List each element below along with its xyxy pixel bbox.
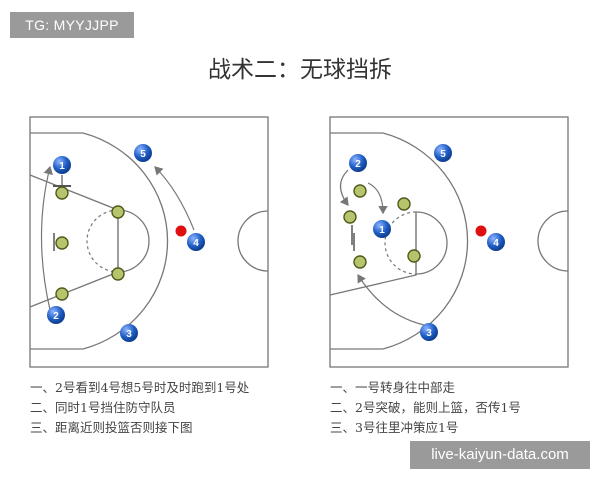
player-5: 5: [134, 144, 152, 162]
tg-tag: TG: MYYJJPP: [10, 12, 134, 38]
player-3: 3: [420, 323, 438, 341]
key-lane: [329, 212, 417, 296]
player2-cut-path: [40, 165, 53, 311]
three-point-arc: [330, 132, 469, 350]
note-line: 三、3号往里冲策应1号: [330, 420, 459, 435]
svg-text:4: 4: [193, 238, 199, 249]
svg-text:5: 5: [140, 149, 146, 160]
player-4: 4: [187, 233, 205, 251]
note-line: 一、2号看到4号想5号时及时跑到1号处: [30, 380, 250, 395]
svg-text:3: 3: [126, 329, 132, 340]
court-boundary: [29, 116, 269, 368]
svg-text:2: 2: [53, 311, 59, 322]
defender-marker: [55, 186, 69, 200]
free-throw-arc-dashed: [86, 209, 119, 273]
defender-marker: [111, 267, 125, 281]
player1-roll-path: [367, 182, 388, 215]
watermark-banner: live-kaiyun-data.com: [410, 441, 590, 469]
svg-text:3: 3: [426, 328, 432, 339]
defender-marker: [55, 236, 69, 250]
defender-marker: [353, 184, 367, 198]
defender-marker: [111, 205, 125, 219]
court-boundary: [329, 116, 569, 368]
defender-marker: [353, 255, 367, 269]
svg-text:5: 5: [440, 149, 446, 160]
notes-left: 一、2号看到4号想5号时及时跑到1号处 二、同时1号挡住防守队员 三、距离近则投…: [30, 378, 249, 438]
center-circle: [237, 210, 269, 272]
player3-cut-path: [357, 273, 425, 326]
free-throw-arc-dashed: [384, 211, 417, 275]
player2-drive-path: [339, 169, 349, 206]
ball-marker: [175, 225, 187, 237]
key-lane: [29, 174, 119, 308]
court-diagram-right: 1 2 3 4 5: [329, 116, 569, 368]
free-throw-arc-solid: [415, 211, 448, 275]
svg-text:1: 1: [59, 161, 65, 172]
svg-text:2: 2: [355, 159, 361, 170]
free-throw-arc-solid: [117, 209, 150, 273]
ball-marker: [475, 225, 487, 237]
defender-marker: [55, 287, 69, 301]
note-line: 一、一号转身往中部走: [330, 380, 456, 395]
player-1: 1: [373, 220, 391, 238]
page-title: 战术二：无球挡拆: [208, 57, 392, 83]
three-point-arc: [30, 132, 169, 350]
defender-marker: [407, 249, 421, 263]
player-4: 4: [487, 233, 505, 251]
defender-marker: [397, 197, 411, 211]
player4-pass-path: [154, 166, 195, 231]
center-circle: [537, 210, 569, 272]
note-line: 三、距离近则投篮否则接下图: [30, 420, 193, 435]
notes-right: 一、一号转身往中部走 二、2号突破，能则上篮，否传1号 三、3号往里冲策应1号: [330, 378, 521, 438]
player-5: 5: [434, 144, 452, 162]
svg-text:4: 4: [493, 238, 499, 249]
player-1: 1: [53, 156, 71, 174]
defender-marker: [343, 210, 357, 224]
note-line: 二、2号突破，能则上篮，否传1号: [330, 400, 521, 415]
player-3: 3: [120, 324, 138, 342]
svg-text:1: 1: [379, 225, 385, 236]
player-2: 2: [47, 306, 65, 324]
player-2: 2: [349, 154, 367, 172]
court-diagram-left: 1 2 3 4 5: [29, 116, 269, 368]
note-line: 二、同时1号挡住防守队员: [30, 400, 176, 415]
